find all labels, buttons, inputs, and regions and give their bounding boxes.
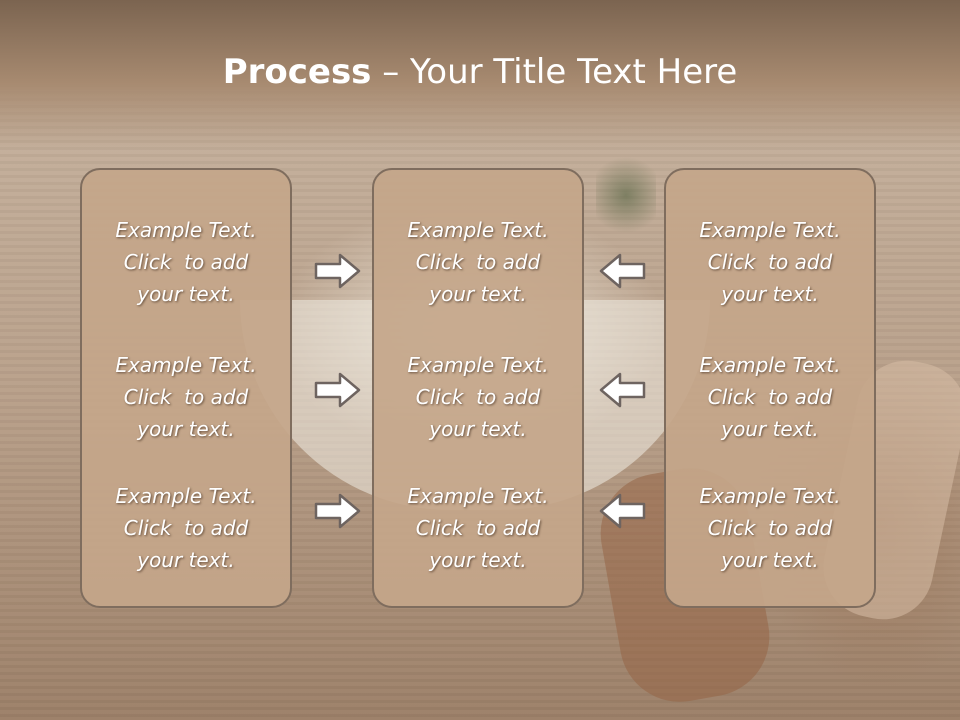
text-placeholder[interactable]: Example Text. Click to add your text.	[82, 480, 290, 576]
text-line: Example Text.	[407, 353, 549, 377]
arrow-left-icon[interactable]	[598, 251, 646, 291]
text-placeholder[interactable]: Example Text. Click to add your text.	[666, 349, 874, 445]
arrow-left-icon[interactable]	[598, 370, 646, 410]
text-line: your text.	[721, 417, 819, 441]
process-box-left[interactable]: Example Text. Click to add your text. Ex…	[80, 168, 292, 608]
text-line: Click to add	[707, 385, 833, 409]
text-line: Example Text.	[407, 484, 549, 508]
text-line: Example Text.	[115, 218, 257, 242]
text-line: Click to add	[123, 385, 249, 409]
arrow-right-icon[interactable]	[314, 251, 362, 291]
text-line: Example Text.	[407, 218, 549, 242]
text-line: Click to add	[415, 385, 541, 409]
text-placeholder[interactable]: Example Text. Click to add your text.	[374, 480, 582, 576]
text-line: your text.	[721, 282, 819, 306]
text-placeholder[interactable]: Example Text. Click to add your text.	[374, 349, 582, 445]
text-line: Example Text.	[699, 218, 841, 242]
text-line: your text.	[429, 417, 527, 441]
text-line: Click to add	[415, 250, 541, 274]
text-line: Click to add	[707, 250, 833, 274]
arrow-right-icon[interactable]	[314, 370, 362, 410]
text-line: your text.	[429, 282, 527, 306]
text-line: Click to add	[707, 516, 833, 540]
arrow-left-icon[interactable]	[598, 491, 646, 531]
text-placeholder[interactable]: Example Text. Click to add your text.	[82, 214, 290, 310]
text-line: your text.	[137, 282, 235, 306]
text-line: your text.	[721, 548, 819, 572]
text-placeholder[interactable]: Example Text. Click to add your text.	[666, 480, 874, 576]
text-line: Example Text.	[699, 353, 841, 377]
text-line: your text.	[429, 548, 527, 572]
slide-title-rest: – Your Title Text Here	[371, 52, 738, 92]
slide-title-bold: Process	[222, 52, 372, 92]
parsley-image	[596, 150, 656, 240]
text-line: Click to add	[123, 516, 249, 540]
text-line: Example Text.	[699, 484, 841, 508]
text-line: Example Text.	[115, 484, 257, 508]
title-bar	[0, 0, 960, 150]
text-line: Click to add	[415, 516, 541, 540]
process-box-right[interactable]: Example Text. Click to add your text. Ex…	[664, 168, 876, 608]
text-line: your text.	[137, 548, 235, 572]
text-placeholder[interactable]: Example Text. Click to add your text.	[666, 214, 874, 310]
text-placeholder[interactable]: Example Text. Click to add your text.	[82, 349, 290, 445]
text-placeholder[interactable]: Example Text. Click to add your text.	[374, 214, 582, 310]
text-line: Click to add	[123, 250, 249, 274]
text-line: Example Text.	[115, 353, 257, 377]
process-box-center[interactable]: Example Text. Click to add your text. Ex…	[372, 168, 584, 608]
text-line: your text.	[137, 417, 235, 441]
slide-title[interactable]: Process – Your Title Text Here	[0, 52, 960, 92]
arrow-right-icon[interactable]	[314, 491, 362, 531]
